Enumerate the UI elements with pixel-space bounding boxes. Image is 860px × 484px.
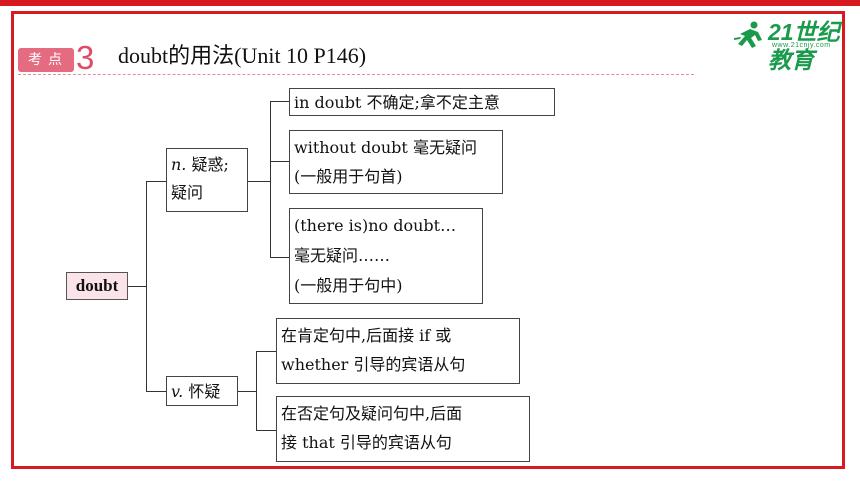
noun-pos: n. <box>171 155 187 174</box>
verb-item-2-line-1: 在否定句及疑问句中,后面 <box>281 404 463 423</box>
connector-verb-out <box>238 391 256 392</box>
noun-item-in-doubt: in doubt 不确定;拿不定主意 <box>289 88 555 116</box>
connector-noun-out <box>248 181 270 182</box>
logo-text: 21世纪教育 <box>768 19 840 73</box>
connector-noun-vertical <box>270 101 271 257</box>
connector-noun <box>146 181 166 182</box>
connector-noun-item-2 <box>270 161 289 162</box>
logo-url: www.21cnjy.com <box>772 42 831 49</box>
connector-verb <box>146 391 166 392</box>
root-word-doubt: doubt <box>66 272 128 300</box>
connector-verb-vertical <box>256 351 257 430</box>
connector-noun-item-3 <box>270 257 289 258</box>
slide-frame <box>11 11 845 469</box>
title-divider <box>18 74 694 75</box>
noun-item-2-line-2: (一般用于句首) <box>294 167 403 186</box>
connector-verb-item-1 <box>256 351 276 352</box>
page-title: doubt的用法(Unit 10 P146) <box>118 43 367 68</box>
verb-pos: v. <box>171 382 184 401</box>
noun-item-3-line-3: (一般用于句中) <box>294 276 403 295</box>
verb-item-2-line-2: 接 that 引导的宾语从句 <box>281 433 452 452</box>
verb-item-negative: 在否定句及疑问句中,后面 接 that 引导的宾语从句 <box>276 396 530 462</box>
noun-item-3-line-1: (there is)no doubt… <box>294 216 457 235</box>
noun-node: n. 疑惑; 疑问 <box>166 148 248 212</box>
topic-badge: 考点 <box>18 48 74 72</box>
noun-item-3-line-2: 毫无疑问…… <box>294 246 391 265</box>
topic-number: 3 <box>76 39 95 76</box>
noun-item-2-line-1: without doubt 毫无疑问 <box>294 138 477 157</box>
verb-node: v. 怀疑 <box>166 376 238 406</box>
verb-item-1-line-2: whether 引导的宾语从句 <box>281 355 466 374</box>
connector-root <box>128 286 146 287</box>
verb-item-1-line-1: 在肯定句中,后面接 if 或 <box>281 326 452 345</box>
noun-meaning-1: 疑惑; <box>191 155 229 174</box>
verb-item-affirmative: 在肯定句中,后面接 if 或 whether 引导的宾语从句 <box>276 318 520 384</box>
connector-noun-item-1 <box>270 101 289 102</box>
runner-logo-icon <box>734 21 762 48</box>
noun-item-no-doubt: (there is)no doubt… 毫无疑问…… (一般用于句中) <box>289 208 483 304</box>
verb-meaning: 怀疑 <box>188 382 221 401</box>
connector-root-vertical <box>146 181 147 392</box>
connector-verb-item-2 <box>256 430 276 431</box>
noun-meaning-2: 疑问 <box>171 183 204 202</box>
noun-item-1-line-1: in doubt 不确定;拿不定主意 <box>294 93 500 112</box>
top-accent-bar <box>0 0 860 6</box>
noun-item-without-doubt: without doubt 毫无疑问 (一般用于句首) <box>289 130 503 194</box>
